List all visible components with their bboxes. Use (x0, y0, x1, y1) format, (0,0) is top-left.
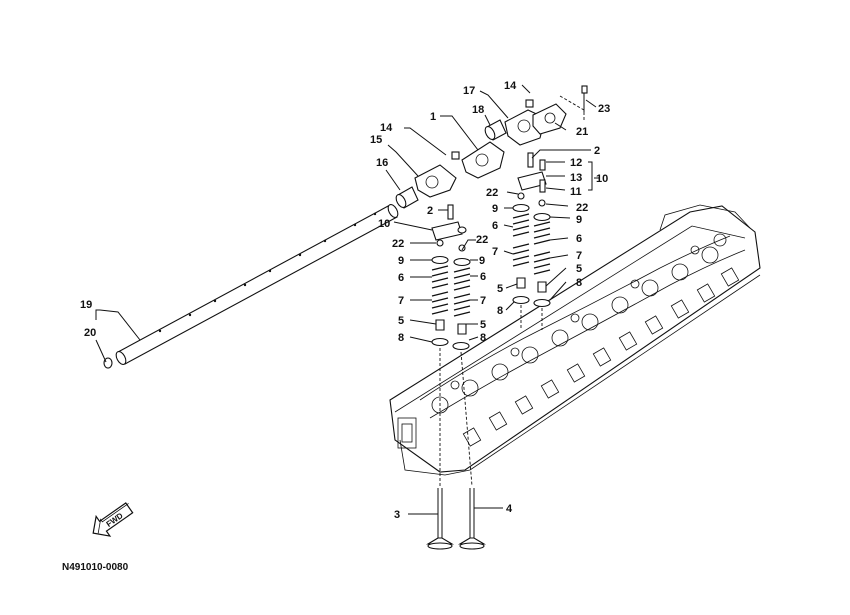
rocker-shaft (103, 203, 399, 369)
fwd-arrow-icon: FWD (92, 502, 134, 537)
callouts: 1 14 15 16 17 18 14 23 21 2 12 13 10 11 … (80, 80, 610, 521)
callout-23: 23 (598, 103, 610, 115)
valve-stack-left-1 (431, 239, 449, 347)
rocker-arm-1 (461, 141, 505, 179)
callout-22b: 22 (576, 202, 588, 214)
callout-14: 14 (380, 122, 393, 134)
callout-5b: 5 (497, 283, 503, 295)
callout-3: 3 (394, 509, 400, 521)
callout-9c: 9 (398, 255, 404, 267)
callout-10b: 10 (378, 218, 390, 230)
callout-22d: 22 (392, 238, 404, 250)
bushing-16 (395, 186, 419, 209)
bolt-23 (581, 85, 588, 112)
diagram-code: N491010-0080 (62, 562, 129, 573)
callout-18: 18 (472, 104, 484, 116)
callout-6d: 6 (480, 271, 486, 283)
callout-14b: 14 (504, 80, 517, 92)
callout-12: 12 (570, 157, 582, 169)
callout-21: 21 (576, 126, 588, 138)
head-ports (462, 267, 740, 447)
callout-5c: 5 (398, 315, 404, 327)
callout-22a: 22 (486, 187, 498, 199)
callout-5a: 5 (576, 263, 582, 275)
callout-20: 20 (84, 327, 96, 339)
valve-stack-right-2 (533, 199, 551, 308)
callout-8a: 8 (576, 277, 582, 289)
callout-2b: 2 (427, 205, 433, 217)
assembly-lines (439, 95, 585, 487)
callout-9d: 9 (479, 255, 485, 267)
callout-16: 16 (376, 157, 388, 169)
valve-bridge-left (431, 204, 467, 241)
head-valve-seats (431, 233, 727, 414)
callout-9a: 9 (492, 203, 498, 215)
callout-2: 2 (594, 145, 600, 157)
callout-4: 4 (506, 503, 513, 515)
callout-1: 1 (430, 111, 436, 123)
callout-19: 19 (80, 299, 92, 311)
callout-5d: 5 (480, 319, 486, 331)
leader-lines (95, 84, 600, 515)
valve-bridge-right (517, 152, 547, 193)
callout-7d: 7 (480, 295, 486, 307)
valve-stack-left-2 (452, 244, 471, 351)
bushing-18 (484, 119, 507, 141)
callout-11: 11 (570, 186, 582, 198)
callout-7a: 7 (492, 246, 498, 258)
shaft-oil-holes (158, 212, 377, 333)
callout-13: 13 (570, 172, 582, 184)
valve-4 (458, 488, 486, 550)
callout-9b: 9 (576, 214, 582, 226)
callout-8b: 8 (497, 305, 503, 317)
callout-8d: 8 (480, 332, 486, 344)
callout-6a: 6 (492, 220, 498, 232)
shaft-plug (103, 357, 113, 369)
callout-8c: 8 (398, 332, 404, 344)
rocker-bracket-21 (532, 103, 567, 135)
cylinder-head (389, 204, 761, 476)
valve-3 (426, 488, 454, 550)
callout-15: 15 (370, 134, 382, 146)
callout-7b: 7 (576, 250, 582, 262)
callout-7c: 7 (398, 295, 404, 307)
rocker-arm-15 (414, 151, 460, 198)
callout-6c: 6 (398, 272, 404, 284)
callout-10: 10 (596, 173, 608, 185)
callout-17: 17 (463, 85, 475, 97)
callout-6b: 6 (576, 233, 582, 245)
callout-22c: 22 (476, 234, 488, 246)
valve-stack-right-1 (512, 192, 530, 305)
